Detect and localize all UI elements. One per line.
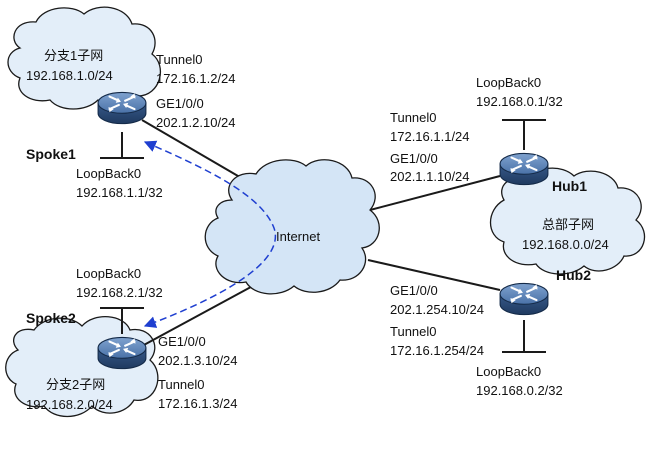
spoke2-loopback-ip: 192.168.2.1/32 (76, 285, 163, 300)
spoke1-name: Spoke1 (26, 146, 76, 162)
spoke1-loopback-ip: 192.168.1.1/32 (76, 185, 163, 200)
link-spoke1-internet (141, 119, 251, 184)
hub2-ge-ip: 202.1.254.10/24 (390, 302, 484, 317)
spoke1-subnet-name: 分支1子网 (44, 48, 103, 63)
hq-subnet-cloud (490, 167, 646, 275)
hub1-loopback-label: LoopBack0 (476, 75, 541, 90)
link-hub2-internet (367, 259, 501, 291)
link-spoke2-internet (141, 281, 261, 347)
spoke1-subnet-cloud (7, 6, 162, 110)
spoke1-subnet: 192.168.1.0/24 (26, 68, 113, 83)
hq-subnet-name: 总部子网 (542, 217, 594, 232)
spoke1-tunnel-label: Tunnel0 (156, 52, 203, 67)
hub1-name: Hub1 (552, 178, 587, 194)
spoke2-tunnel-label: Tunnel0 (158, 377, 205, 392)
spoke2-ge-ip: 202.1.3.10/24 (158, 353, 238, 368)
hub1-loopback-ip: 192.168.0.1/32 (476, 94, 563, 109)
internet-cloud (204, 159, 380, 295)
spoke-to-spoke-dashed-arrow (143, 140, 277, 328)
spoke2-ge-label: GE1/0/0 (158, 334, 206, 349)
spoke2-name: Spoke2 (26, 310, 76, 326)
hub2-loopback-label: LoopBack0 (476, 364, 541, 379)
hub2-name: Hub2 (556, 267, 591, 283)
hub2-tunnel-label: Tunnel0 (390, 324, 437, 339)
spoke2-subnet-name: 分支2子网 (46, 377, 105, 392)
internet-label: Internet (276, 229, 320, 244)
hub2-loopback-ip: 192.168.0.2/32 (476, 383, 563, 398)
spoke1-ge-ip: 202.1.2.10/24 (156, 115, 236, 130)
spoke1-tunnel-ip: 172.16.1.2/24 (156, 71, 236, 86)
hub2-ge-label: GE1/0/0 (390, 283, 438, 298)
spoke1-ge-label: GE1/0/0 (156, 96, 204, 111)
hub1-ge-ip: 202.1.1.10/24 (390, 169, 470, 184)
spoke2-loopback-label: LoopBack0 (76, 266, 141, 281)
link-hub1-internet (369, 175, 501, 211)
spoke1-router-icon (96, 91, 148, 125)
hq-subnet: 192.168.0.0/24 (522, 237, 609, 252)
hub1-ge-label: GE1/0/0 (390, 151, 438, 166)
hub1-tunnel-ip: 172.16.1.1/24 (390, 129, 470, 144)
hub1-tunnel-label: Tunnel0 (390, 110, 437, 125)
hub1-router-icon (498, 152, 550, 186)
spoke1-loopback-label: LoopBack0 (76, 166, 141, 181)
hub2-router-icon (498, 282, 550, 316)
spoke2-tunnel-ip: 172.16.1.3/24 (158, 396, 238, 411)
spoke2-router-icon (96, 336, 148, 370)
hub2-tunnel-ip: 172.16.1.254/24 (390, 343, 484, 358)
spoke2-subnet: 192.168.2.0/24 (26, 397, 113, 412)
